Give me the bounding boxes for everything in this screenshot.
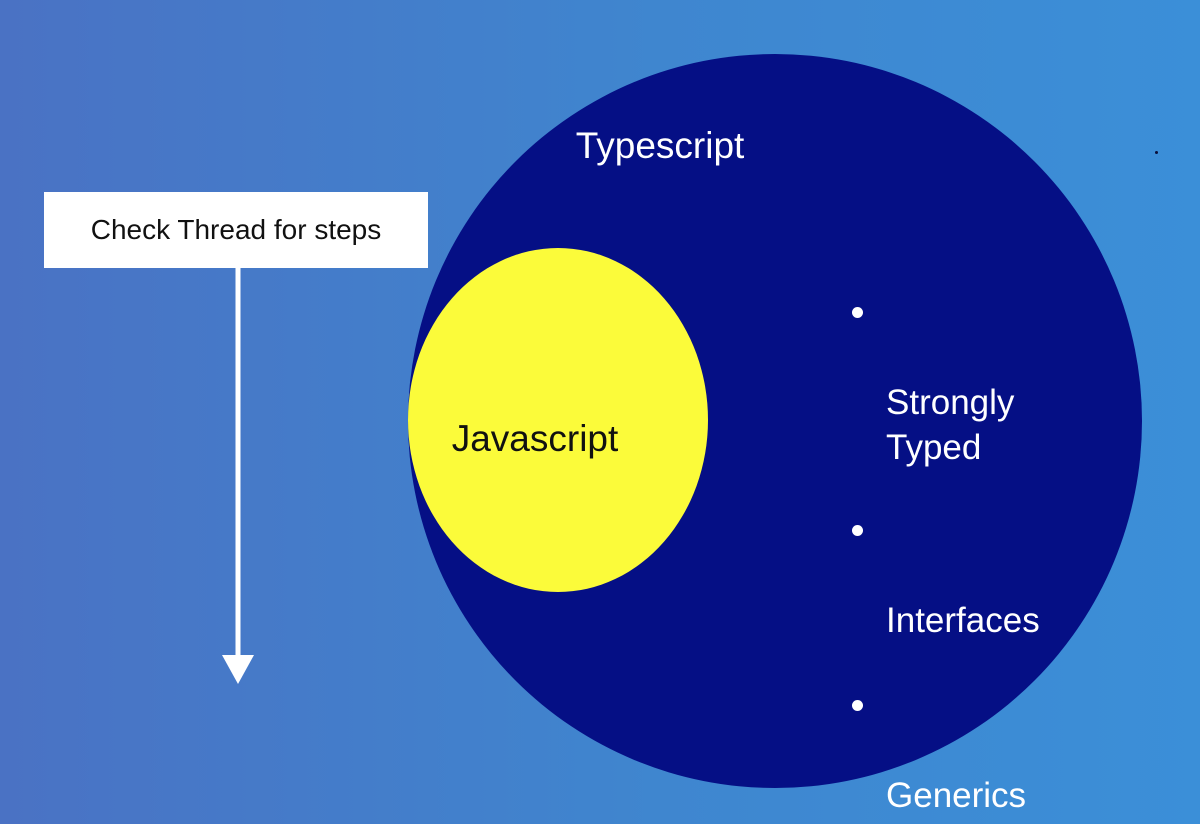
feature-label: Generics (886, 776, 1027, 815)
feature-label: Interfaces (886, 601, 1040, 640)
javascript-circle (408, 248, 708, 592)
arrow-head (222, 655, 254, 684)
feature-item: Generics (850, 683, 1040, 818)
bullet-icon (852, 700, 863, 711)
callout-box: Check Thread for steps (44, 192, 428, 268)
feature-list: Strongly Typed Interfaces Generics (850, 290, 1040, 824)
feature-item: Interfaces (850, 508, 1040, 643)
feature-item: Strongly Typed (850, 290, 1040, 470)
typescript-label: Typescript (575, 125, 745, 166)
speck-dot (1155, 151, 1158, 154)
bullet-icon (852, 307, 863, 318)
bullet-icon (852, 525, 863, 536)
javascript-label: Javascript (451, 418, 619, 459)
feature-label: Strongly Typed (886, 383, 1015, 467)
